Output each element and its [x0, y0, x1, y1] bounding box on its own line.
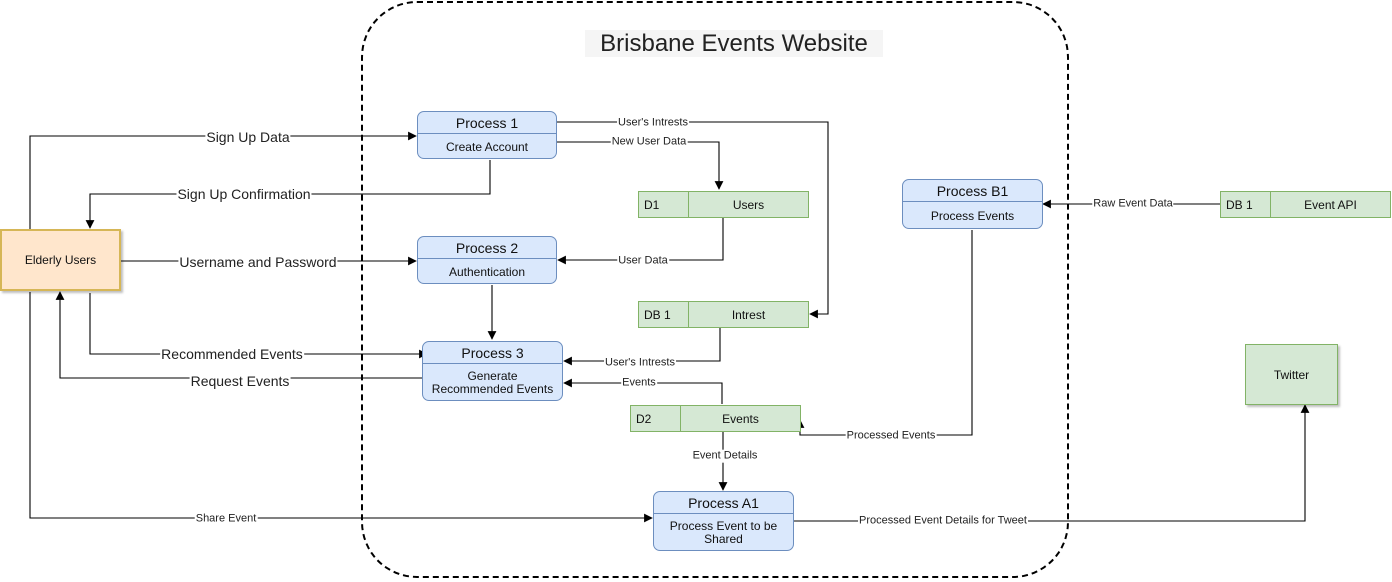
- store-users[interactable]: D1 Users: [638, 191, 809, 218]
- label-events: Events: [621, 376, 657, 390]
- label-users-intrests-1: User's Intrests: [617, 116, 689, 130]
- label-sign-up-confirmation: Sign Up Confirmation: [176, 185, 312, 203]
- edge-sign-up-data: [29, 131, 417, 230]
- process-header: Process A1: [654, 492, 793, 514]
- store-events[interactable]: D2 Events: [630, 405, 801, 432]
- edge-events: [563, 378, 723, 404]
- edge-user-data: [557, 218, 724, 265]
- label-user-data: User Data: [617, 254, 669, 268]
- label-sign-up-data: Sign Up Data: [205, 128, 291, 146]
- label-processed-events: Processed Events: [845, 429, 937, 443]
- process-3[interactable]: Process 3 Generate Recommended Events: [422, 341, 563, 401]
- process-header: Process 1: [418, 112, 556, 134]
- store-name: Events: [722, 411, 759, 426]
- label-event-details: Event Details: [691, 449, 759, 463]
- edge-recommended-events: [89, 293, 428, 359]
- store-id: DB 1: [1221, 192, 1271, 217]
- store-id: D2: [631, 406, 681, 431]
- label-users-intrests-2: User's Intrests: [604, 356, 676, 370]
- store-id: D1: [639, 192, 689, 217]
- process-body: Generate Recommended Events: [431, 369, 554, 396]
- store-name: Intrest: [731, 307, 766, 322]
- entity-label: Elderly Users: [24, 253, 97, 267]
- entity-elderly-users[interactable]: Elderly Users: [0, 229, 121, 291]
- diagram-title: Brisbane Events Website: [585, 30, 883, 57]
- store-name: Event API: [1304, 197, 1357, 212]
- entity-twitter[interactable]: Twitter: [1245, 344, 1338, 405]
- process-2[interactable]: Process 2 Authentication: [417, 236, 557, 284]
- store-name: Users: [732, 197, 765, 212]
- edge-users-intrests-1: [557, 121, 829, 319]
- process-body: Authentication: [448, 264, 526, 279]
- store-event-api[interactable]: DB 1 Event API: [1220, 191, 1391, 218]
- process-body: Process Event to be Shared: [669, 519, 778, 546]
- process-header: Process B1: [903, 180, 1042, 202]
- process-header: Process 2: [418, 237, 556, 259]
- process-a1[interactable]: Process A1 Process Event to be Shared: [653, 491, 794, 551]
- process-header: Process 3: [423, 342, 562, 364]
- store-intrest[interactable]: DB 1 Intrest: [638, 301, 809, 328]
- label-request-events: Request Events: [189, 372, 291, 390]
- label-raw-event-data: Raw Event Data: [1092, 197, 1174, 211]
- label-new-user-data: New User Data: [610, 135, 688, 149]
- label-processed-event-tweet: Processed Event Details for Tweet: [858, 514, 1028, 528]
- process-body: Process Events: [930, 208, 1015, 223]
- label-recommended-events: Recommended Events: [160, 345, 304, 363]
- edge-request-events: [55, 291, 422, 379]
- system-boundary: [361, 1, 1069, 578]
- process-1[interactable]: Process 1 Create Account: [417, 111, 557, 159]
- label-username-password: Username and Password: [178, 253, 338, 271]
- entity-label: Twitter: [1273, 367, 1310, 382]
- store-id: DB 1: [639, 302, 689, 327]
- process-body: Create Account: [445, 139, 529, 154]
- label-share-event: Share Event: [194, 512, 258, 526]
- edge-share-event: [29, 292, 653, 523]
- process-b1[interactable]: Process B1 Process Events: [902, 179, 1043, 229]
